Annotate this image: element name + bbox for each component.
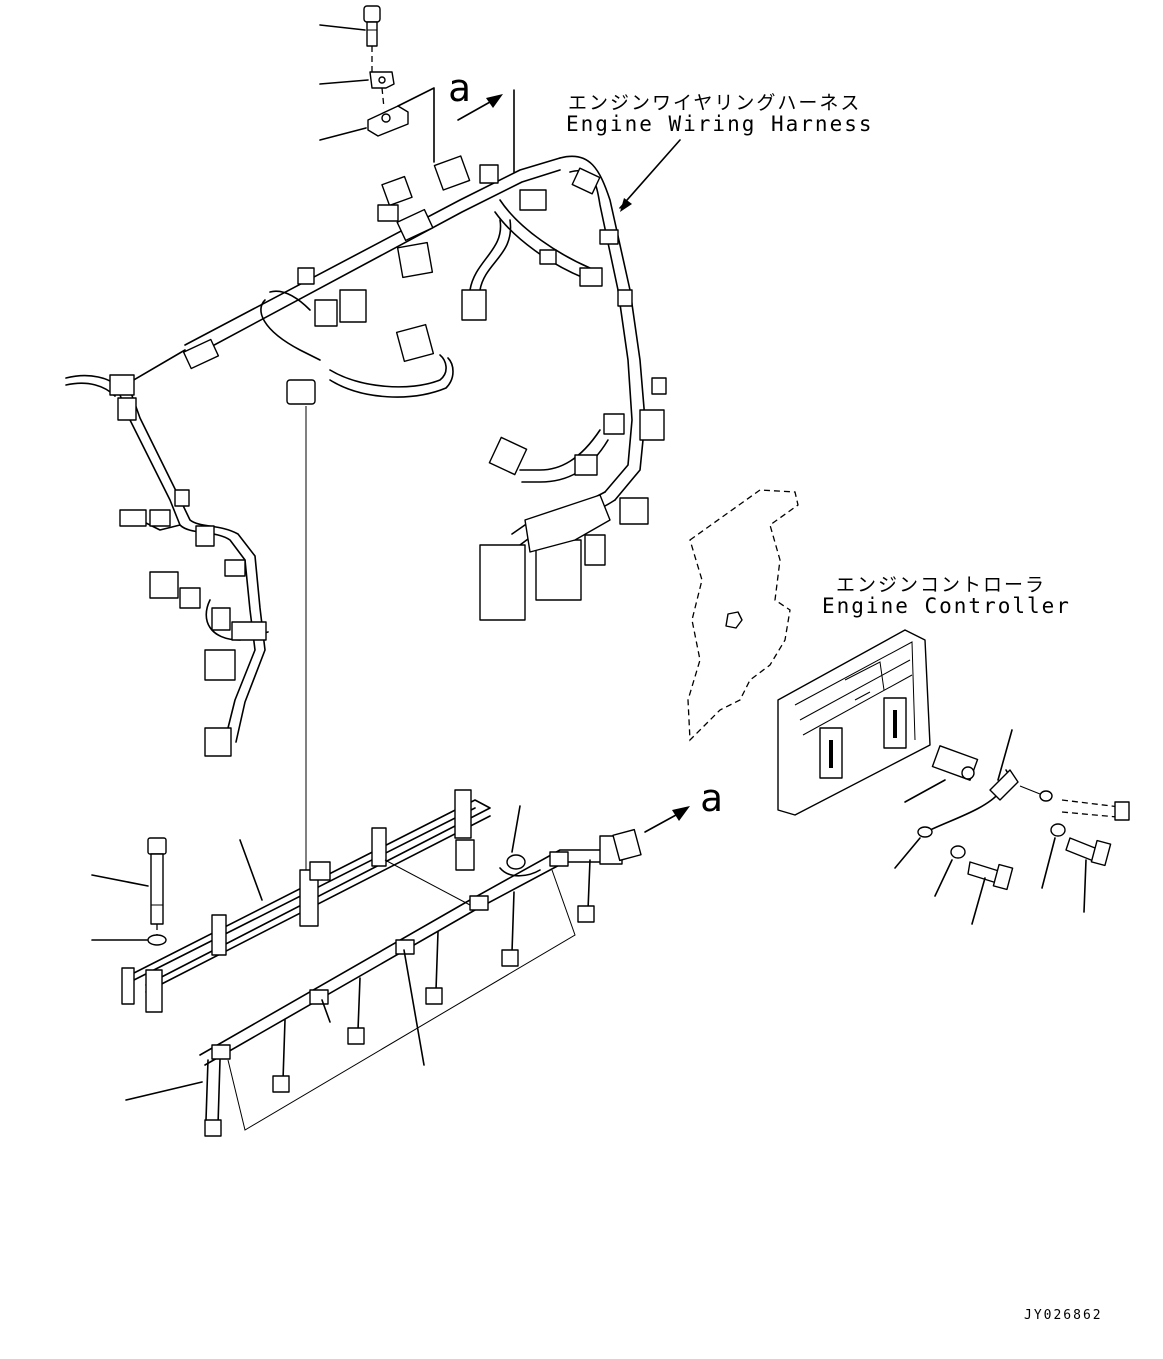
washer [1050,823,1066,837]
top-bolt [363,5,381,47]
leader-line [321,999,331,1023]
connector-nut [961,766,975,780]
leader-line [397,87,435,163]
arrow-head-icon [620,198,632,212]
long-bolt [147,837,167,925]
leader-line [894,837,921,869]
bolt-ghost-head [1114,801,1130,821]
leader-line [319,79,369,85]
engine-plate-outline [687,489,799,742]
leader-line [403,949,425,1066]
bracket-rail [121,789,491,1013]
washer [147,934,167,946]
top-bracket [367,105,409,137]
leader-line [511,805,521,853]
harness-label-en: Engine Wiring Harness [566,112,874,136]
leader-line [934,859,953,897]
reference-mark-bottom: a [700,776,724,820]
harness-label-jp: エンジンワイヤリングハーネス [568,92,862,114]
leader-line [239,839,263,901]
arrow-head-icon [486,94,503,108]
arrow-head-icon [672,806,690,821]
strap-terminal [989,769,1019,801]
plate-nut [725,611,743,629]
leader-line [91,874,149,887]
leader-line [997,729,1013,781]
dash-line [1019,785,1041,795]
leader-line [125,1081,203,1101]
leader-line [384,859,471,906]
drawing-code: JY026862 [1024,1308,1103,1323]
washer [950,845,966,859]
dash-line [381,87,385,109]
arrow-line [644,814,677,833]
controller-label-jp: エンジンコントローラ [836,574,1047,596]
controller-label-en: Engine Controller [822,594,1071,618]
leader-line [619,139,681,209]
leader-line [319,24,366,31]
reference-mark-top: a [448,66,472,110]
engine-controller [777,629,931,816]
leader-line [1041,837,1056,889]
leader-line [1083,859,1087,913]
engine-wiring-harness [65,155,667,757]
strap-ring [917,826,933,838]
washer [1039,790,1053,802]
injector-harness [199,828,642,1137]
bolt [1065,837,1112,867]
bolt [967,861,1014,891]
leader-line [319,127,367,141]
arrow-line [457,101,491,121]
top-clamp [369,71,395,89]
leader-line [971,877,986,925]
leader-line [904,779,946,803]
